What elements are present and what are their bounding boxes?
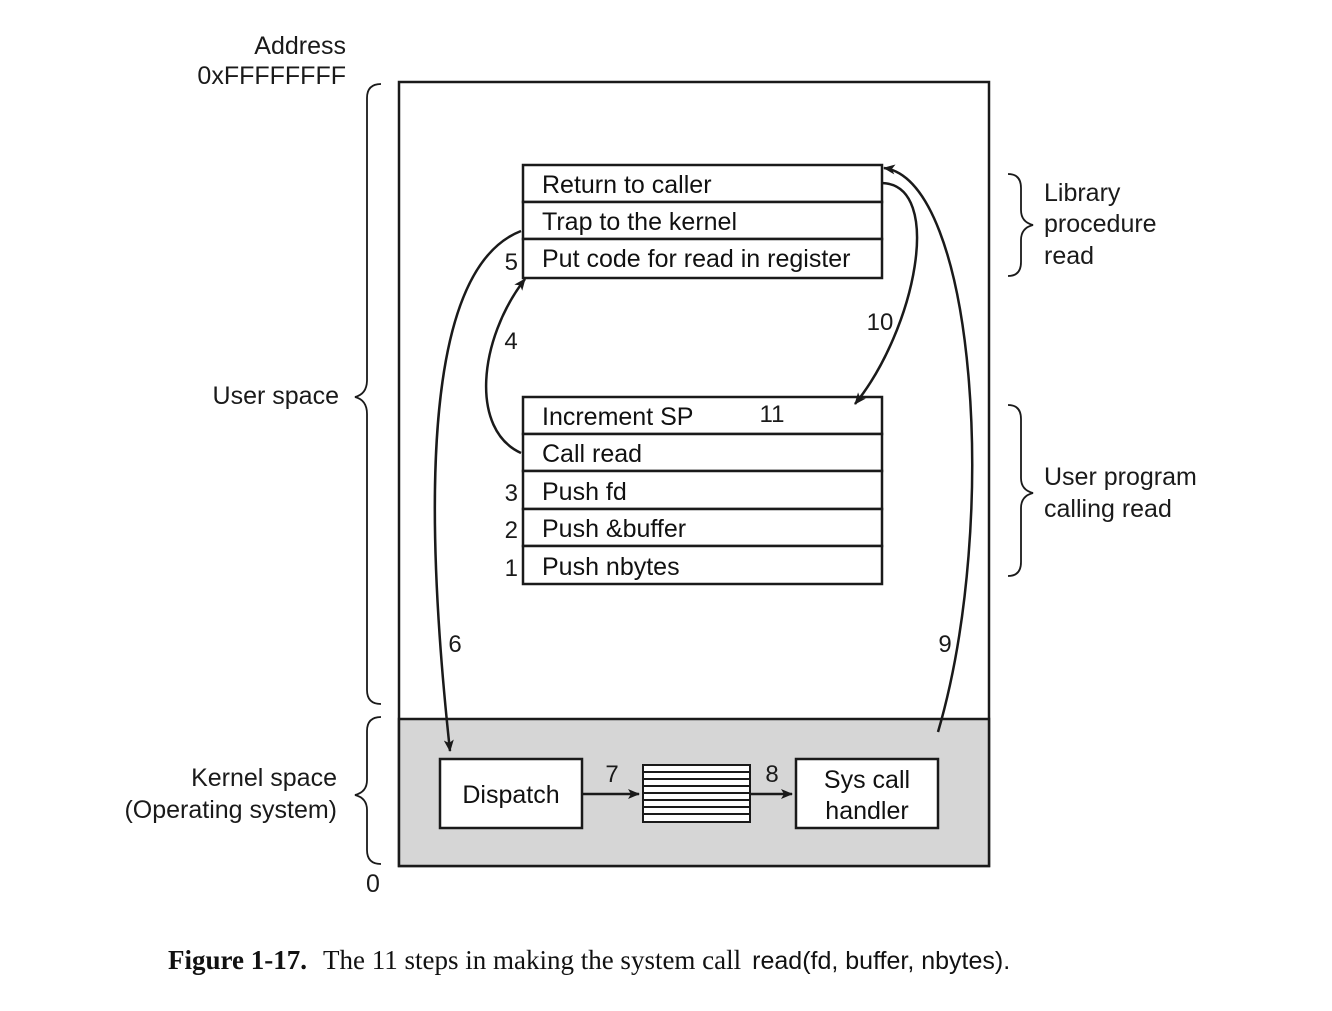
user-cell-4	[521, 544, 884, 586]
figure-caption: Figure 1-17. The 11 steps in making the …	[168, 945, 1010, 975]
step-3-label: 3	[505, 480, 518, 507]
library-brace	[1007, 173, 1034, 277]
dispatch-label: Dispatch	[462, 781, 559, 809]
user-program-brace	[1007, 404, 1034, 577]
library-label-line2: procedure	[1044, 210, 1157, 238]
caption-code: read(fd, buffer, nbytes).	[752, 947, 1010, 975]
lib-cell-text-1: Trap to the kernel	[542, 208, 737, 236]
kernel-space-brace	[354, 716, 382, 865]
step-4-label: 4	[504, 328, 517, 355]
handler-label-line2: handler	[825, 797, 908, 825]
user-cell-2	[521, 469, 884, 511]
caption-figure-label: Figure 1-17.	[168, 945, 307, 975]
step-6-label: 6	[448, 631, 461, 658]
user-cell-text-1: Call read	[542, 440, 642, 468]
dispatch-table	[642, 764, 751, 823]
user-cell-text-3: Push &buffer	[542, 515, 686, 543]
lib-cell-2	[521, 237, 884, 280]
user-program-label-line2: calling read	[1044, 495, 1172, 523]
user-cell-text-2: Push fd	[542, 478, 627, 506]
caption-text: The 11 steps in making the system call	[323, 945, 741, 975]
arrow-step-6	[433, 229, 522, 752]
library-label-line1: Library	[1044, 179, 1121, 207]
operating-system-label: (Operating system)	[124, 796, 337, 824]
user-program-label-line1: User program	[1044, 463, 1197, 491]
step-5-label: 5	[505, 249, 518, 276]
user-cell-text-4: Push nbytes	[542, 553, 680, 581]
arrow-step-4	[484, 278, 526, 455]
address-bottom-value: 0	[366, 870, 380, 898]
address-top-value: 0xFFFFFFFF	[197, 62, 346, 90]
step-2-label: 2	[505, 517, 518, 544]
user-program-stack: Increment SP Call read Push fd Push &buf…	[505, 395, 884, 586]
step-11-label: 11	[760, 401, 785, 428]
step-1-label: 1	[505, 555, 518, 582]
lib-cell-1	[521, 200, 884, 241]
kernel-space-label: Kernel space	[191, 764, 337, 792]
step-10-label: 10	[867, 309, 894, 336]
step-8-label: 8	[765, 761, 778, 788]
arrow-step-10	[854, 181, 919, 405]
user-cell-text-0: Increment SP	[542, 403, 693, 431]
address-label: Address	[254, 32, 346, 60]
library-procedure-stack: Return to caller Trap to the kernel Put …	[505, 163, 884, 280]
sys-call-handler-box	[794, 757, 940, 830]
step-7-label: 7	[605, 761, 618, 788]
user-space-label: User space	[213, 382, 339, 410]
user-cell-0	[521, 395, 884, 436]
user-space-brace	[354, 83, 382, 705]
handler-label-line1: Sys call	[824, 766, 910, 794]
lib-cell-text-0: Return to caller	[542, 171, 712, 199]
arrow-step-9	[883, 164, 974, 733]
library-label-line3: read	[1044, 242, 1094, 270]
step-9-label: 9	[938, 631, 951, 658]
lib-cell-text-2: Put code for read in register	[542, 245, 851, 273]
